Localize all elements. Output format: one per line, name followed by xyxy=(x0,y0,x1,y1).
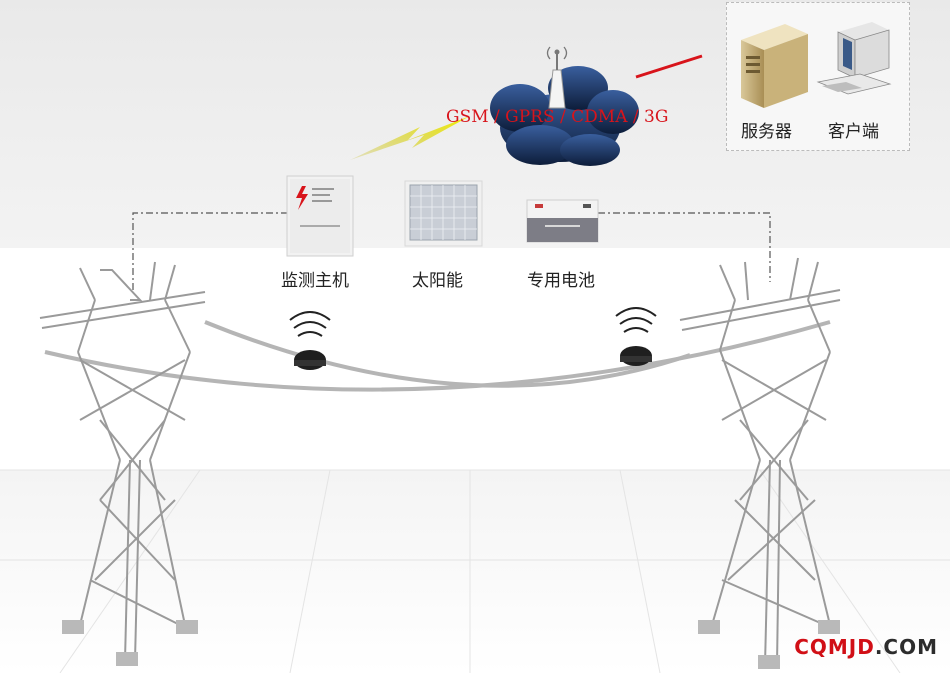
brand-tld: .COM xyxy=(874,635,938,659)
dashed-connections xyxy=(132,212,771,290)
line-sensor-right xyxy=(615,307,657,366)
client-label: 客户端 xyxy=(828,122,879,142)
battery-icon xyxy=(526,199,599,243)
transmission-tower-right xyxy=(679,257,841,666)
tower-left-footings xyxy=(62,620,198,666)
host-label: 监测主机 xyxy=(281,271,349,291)
solar-label: 太阳能 xyxy=(412,271,463,291)
tower-right-footings xyxy=(698,620,840,669)
power-lines xyxy=(44,320,831,392)
transmission-tower-left xyxy=(39,261,206,661)
line-sensor-left xyxy=(289,311,331,370)
cloud-icon xyxy=(490,66,639,166)
backend-link-line xyxy=(635,54,703,79)
antenna-icon xyxy=(546,46,568,109)
solar-panel-icon xyxy=(404,180,483,247)
monitoring-host-icon xyxy=(286,175,354,257)
battery-label: 专用电池 xyxy=(527,271,595,291)
client-pc-icon xyxy=(816,22,892,95)
lightning-bolt-icon xyxy=(350,116,470,160)
brand-name: CQMJD xyxy=(794,635,875,659)
brand-watermark: CQMJD.COM xyxy=(794,635,938,659)
server-icon xyxy=(741,24,808,108)
network-protocol-label: GSM / GPRS / CDMA / 3G xyxy=(446,107,669,127)
server-label: 服务器 xyxy=(741,122,792,142)
